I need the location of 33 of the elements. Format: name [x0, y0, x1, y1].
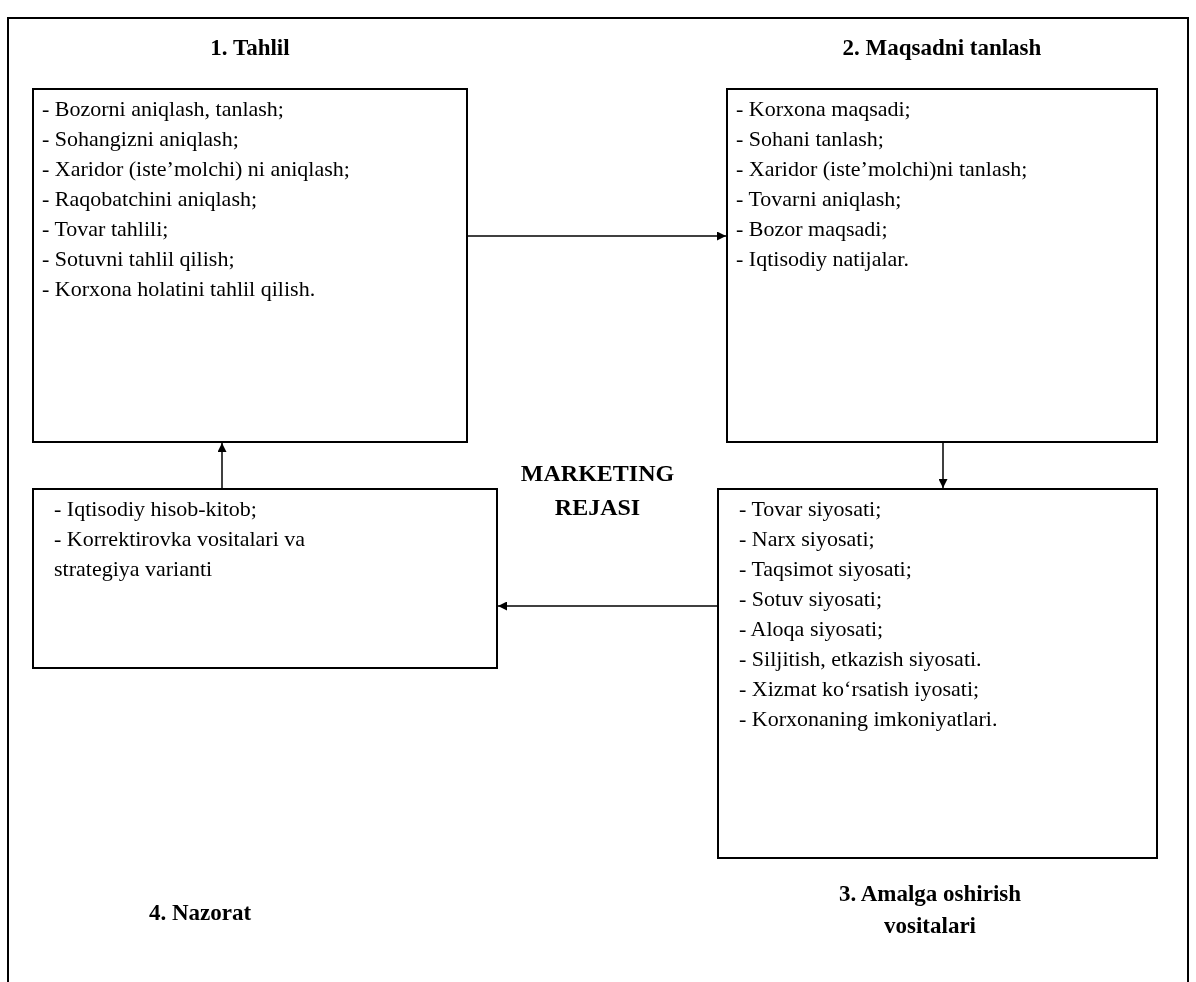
list-item: - Iqtisodiy natijalar.: [736, 245, 910, 273]
list-item: - Xizmat ko‘rsatish iyosati;: [739, 675, 981, 703]
center-label: MARKETING REJASI: [519, 459, 676, 522]
list-item: - Siljitish, etkazish siyosati.: [739, 645, 983, 673]
list-item: - Sohani tanlash;: [736, 125, 885, 153]
list-item: - Narx siyosati;: [739, 525, 876, 553]
list-item: - Tovarni aniqlash;: [736, 185, 903, 213]
section-heading: 4. Nazorat: [147, 899, 253, 927]
list-item: - Korxona maqsadi;: [736, 95, 912, 123]
section-heading: 2. Maqsadni tanlash: [841, 34, 1043, 62]
list-item: - Korxona holatini tahlil qilish.: [42, 275, 317, 303]
arrow: [467, 231, 727, 241]
arrow: [938, 442, 948, 489]
list-item: - Sohangizni aniqlash;: [42, 125, 240, 153]
list-item: - Xaridor (iste’molchi) ni aniqlash;: [42, 155, 351, 183]
arrow: [497, 601, 718, 611]
list-item: - Sotuvni tahlil qilish;: [42, 245, 236, 273]
list-item: - Raqobatchini aniqlash;: [42, 185, 259, 213]
list-item: - Xaridor (iste’molchi)ni tanlash;: [736, 155, 1029, 183]
list-item: - Korrektirovka vositalari va strategiya varianti: [54, 525, 307, 583]
list-item: - Korxonaning imkoniyatlari.: [739, 705, 999, 733]
list-item: - Bozorni aniqlash, tanlash;: [42, 95, 285, 123]
list-item: - Iqtisodiy hisob-kitob;: [54, 495, 258, 523]
list-item: - Tovar siyosati;: [739, 495, 883, 523]
section-heading: 1. Tahlil: [209, 34, 291, 62]
list-item: - Taqsimot siyosati;: [739, 555, 913, 583]
list-item: - Bozor maqsadi;: [736, 215, 889, 243]
arrow: [217, 442, 227, 489]
list-item: - Aloqa siyosati;: [739, 615, 885, 643]
process-box: [32, 488, 498, 669]
list-item: - Tovar tahlili;: [42, 215, 170, 243]
section-heading: 3. Amalga oshirish vositalari: [837, 880, 1023, 940]
list-item: - Sotuv siyosati;: [739, 585, 883, 613]
